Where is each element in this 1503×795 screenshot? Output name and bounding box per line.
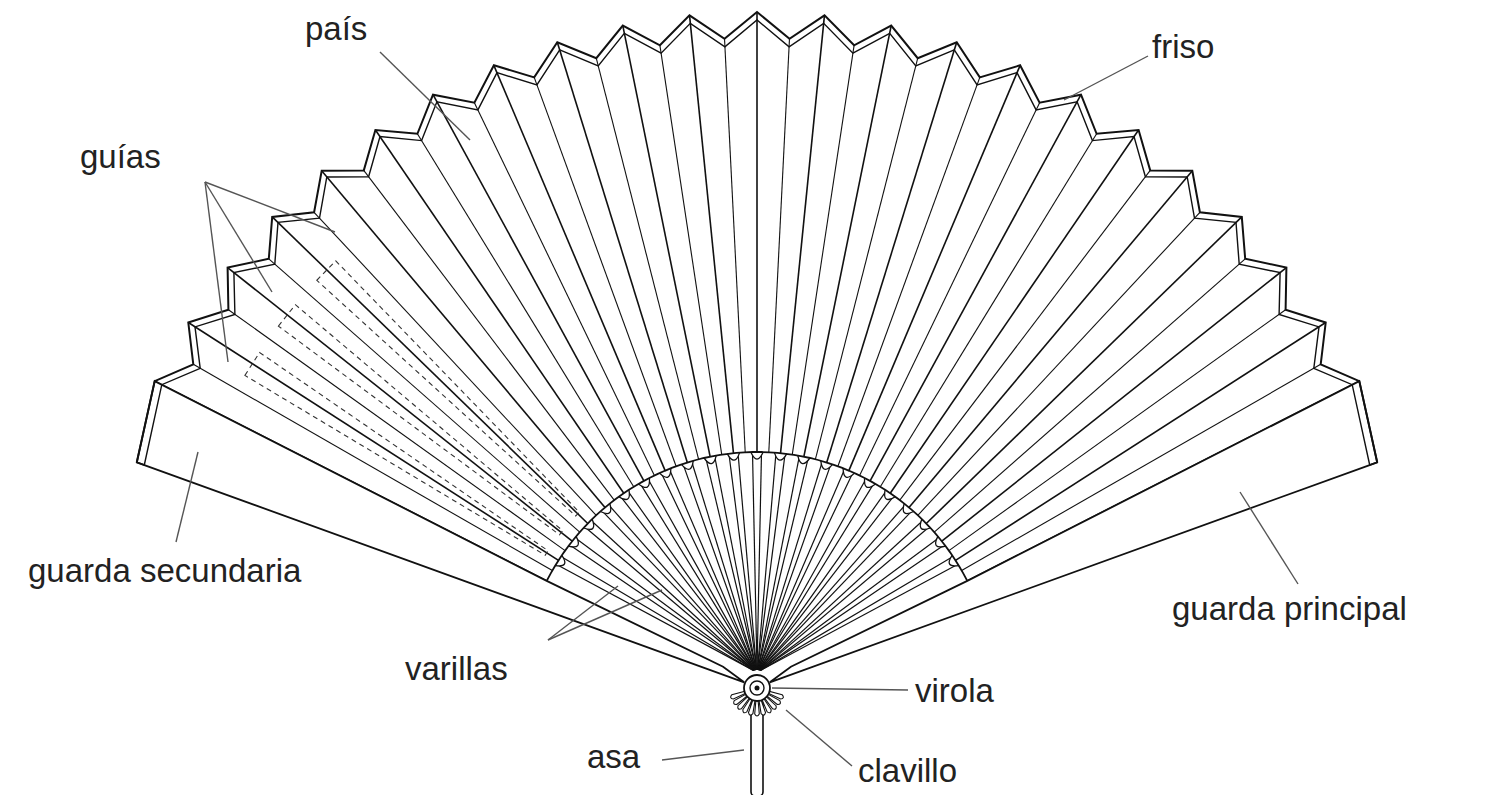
leader-line (662, 750, 744, 760)
fold-line (900, 170, 1150, 500)
ferrule-inner (750, 681, 764, 695)
fold-line (880, 134, 1096, 487)
stick-tab (920, 519, 930, 529)
stick (609, 505, 755, 671)
stick (758, 472, 853, 670)
part-label: asa (587, 738, 640, 776)
fold-line (364, 170, 614, 500)
stick (683, 464, 756, 670)
fold-line (792, 45, 854, 454)
fold-line (860, 103, 1040, 476)
part-label: guarda principal (1172, 590, 1407, 628)
part-label: guías (80, 138, 161, 176)
leader-line (786, 710, 852, 766)
guard-main (770, 381, 1377, 682)
leader-line (1240, 492, 1298, 584)
leader-line (548, 590, 662, 640)
fold-line (870, 95, 1081, 481)
frieze-end (137, 462, 145, 465)
stick (729, 454, 757, 670)
part-label: país (305, 10, 367, 48)
fold-line (433, 95, 644, 481)
stick (692, 461, 756, 670)
frieze-inner (144, 20, 1369, 465)
leader-line (205, 182, 272, 292)
fold-line (557, 42, 687, 462)
fold-line (756, 12, 758, 452)
fold-line (827, 42, 957, 462)
fold-line (494, 65, 665, 470)
fold-line (918, 212, 1200, 515)
stick (757, 452, 762, 670)
part-label: clavillo (858, 752, 957, 790)
fold-line (725, 39, 746, 452)
part-label: varillas (405, 650, 508, 688)
leader-line (205, 182, 228, 362)
part-label: friso (1152, 28, 1214, 66)
frieze-end (1370, 462, 1378, 465)
leader-line (548, 586, 618, 640)
frieze-outer (137, 12, 1377, 462)
leaf-edge (547, 452, 968, 581)
stick (760, 505, 906, 671)
leader-lines (176, 52, 1298, 766)
stick-tab (751, 452, 763, 459)
stick (757, 454, 785, 670)
fold-line (596, 58, 698, 459)
fold-line (375, 130, 623, 493)
leader-line (1064, 56, 1148, 100)
stick (715, 456, 757, 670)
stick (738, 453, 757, 670)
fold-line (322, 171, 605, 508)
leader-line (205, 182, 335, 232)
leader-line (772, 688, 908, 690)
fold-line (909, 171, 1192, 508)
stick (669, 469, 755, 670)
stick (758, 458, 809, 670)
fold-line (804, 25, 891, 456)
fan-drawing (137, 12, 1377, 795)
guide-strip (245, 353, 548, 556)
guard-secondary (137, 381, 744, 682)
guide-strip (317, 261, 580, 516)
fold-line (849, 65, 1020, 470)
leader-line (380, 52, 470, 140)
stick (757, 453, 776, 670)
guide-strip (278, 305, 562, 535)
stick-tab (584, 519, 594, 529)
stick (753, 452, 758, 670)
fold-line (534, 77, 676, 466)
leader-line (176, 452, 198, 542)
fold-line (314, 212, 596, 515)
fold-line (815, 58, 917, 459)
part-label: virola (915, 672, 994, 710)
stick (706, 458, 757, 670)
ferrule-dot (755, 686, 760, 691)
stick (661, 472, 756, 670)
ferrule (744, 675, 770, 701)
part-label: guarda secundaria (28, 552, 301, 590)
